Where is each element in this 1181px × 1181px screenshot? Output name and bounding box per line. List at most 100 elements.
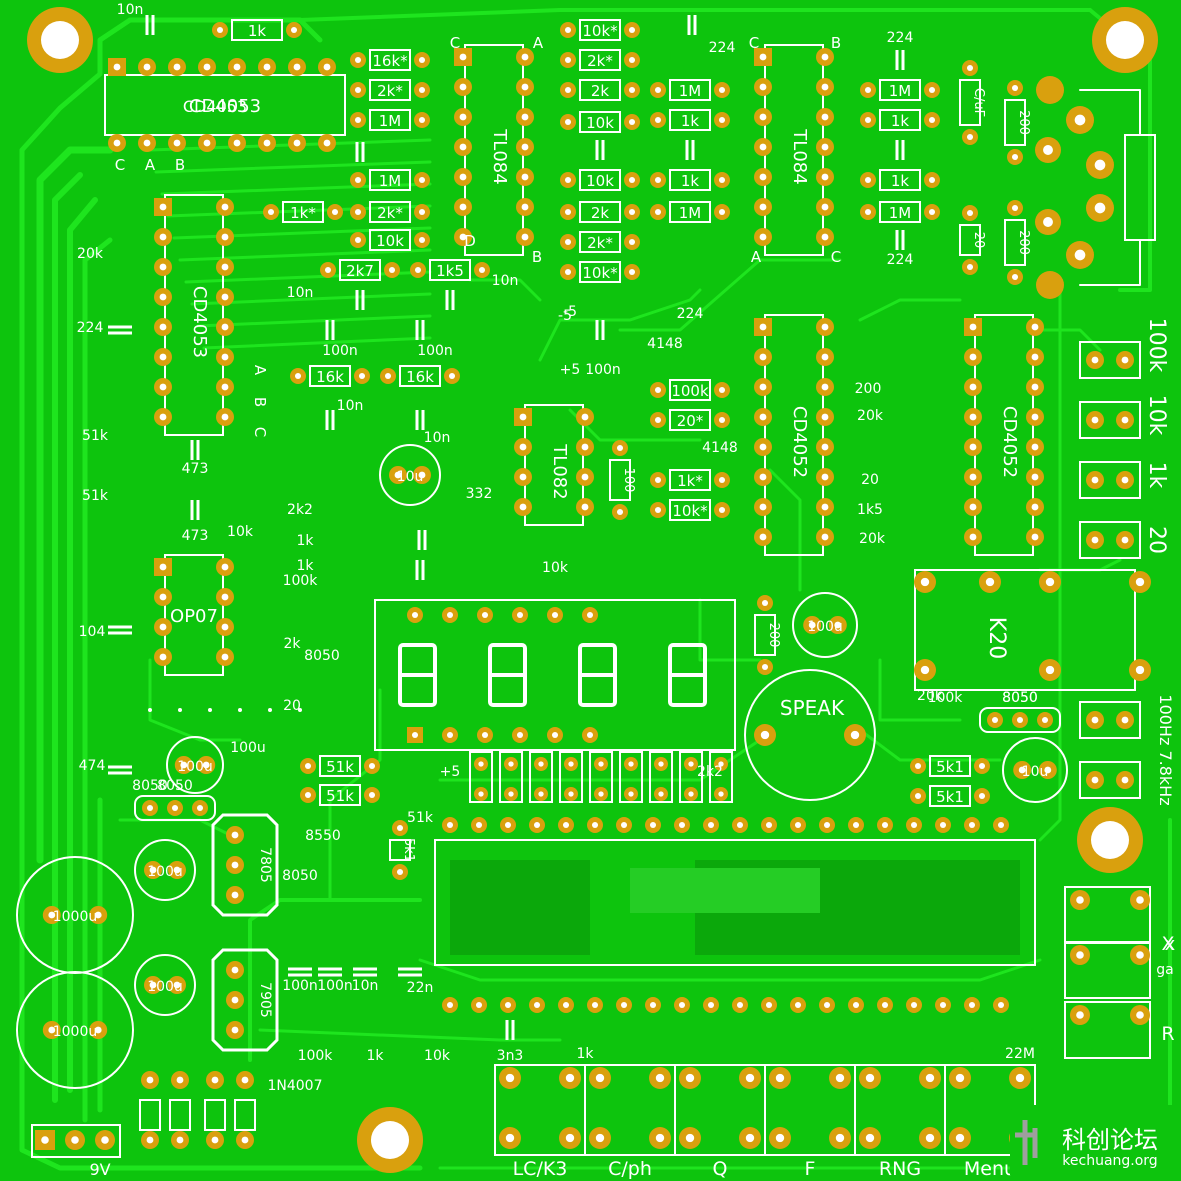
- drill-hole: [521, 113, 529, 121]
- resistor-value: 16k*: [372, 52, 408, 70]
- drill-hole: [925, 1073, 935, 1083]
- drill-hole: [775, 1073, 785, 1083]
- regulator-label: 7905: [257, 982, 273, 1018]
- drill-hole: [658, 761, 664, 767]
- capacitor-value: 1000u: [53, 909, 98, 925]
- drill-hole: [821, 203, 829, 211]
- resistor-value: 200: [1016, 110, 1031, 135]
- drill-hole: [418, 116, 426, 124]
- drill-hole: [620, 1001, 628, 1009]
- silk-label: 51k: [82, 488, 109, 504]
- trace: [1038, 288, 1062, 842]
- drill-hole: [736, 821, 744, 829]
- drill-hole: [759, 53, 767, 61]
- drill-hole: [354, 116, 362, 124]
- resistor-outline: [879, 201, 921, 223]
- silk-label: 224: [887, 30, 914, 46]
- drill-hole: [516, 731, 524, 739]
- ic-outline: [164, 194, 224, 436]
- power-connector-outline: [31, 1124, 121, 1158]
- drill-hole: [101, 1136, 109, 1144]
- silk-label: 8050: [304, 648, 340, 664]
- drill-hole: [821, 83, 829, 91]
- range-label-1: 10k: [1144, 395, 1169, 436]
- resistor-outline: [929, 755, 971, 777]
- lcd-outline: [434, 839, 1036, 966]
- silk-label: 1k: [576, 1046, 594, 1062]
- drill-hole: [966, 209, 974, 217]
- resistor-outline: [649, 751, 673, 803]
- silk-label: 10n: [492, 273, 519, 289]
- resistor-value: 1M: [679, 82, 702, 100]
- drill-hole: [969, 353, 977, 361]
- drill-hole: [616, 444, 624, 452]
- drill-hole: [238, 708, 242, 712]
- resistor-outline: [399, 365, 441, 387]
- silk-label: 100k: [298, 1048, 334, 1064]
- ic-label: CD4053: [189, 96, 261, 117]
- silk-label: 100n: [282, 978, 318, 994]
- drill-hole: [146, 1136, 154, 1144]
- drill-hole: [978, 762, 986, 770]
- watermark-text: 科创论坛: [1062, 1126, 1158, 1154]
- drill-hole: [538, 791, 544, 797]
- resistor-outline: [339, 259, 381, 281]
- drill-hole: [759, 143, 767, 151]
- resistor-outline: [879, 109, 921, 131]
- drill-hole: [216, 26, 224, 34]
- drill-hole: [881, 821, 889, 829]
- signal-trace: [178, 248, 432, 262]
- drill-hole: [628, 791, 634, 797]
- drill-hole: [94, 911, 102, 919]
- drill-hole: [1121, 356, 1129, 364]
- drill-hole: [481, 611, 489, 619]
- resistor-value: 2k*: [377, 204, 403, 222]
- drill-hole: [173, 139, 181, 147]
- drill-hole: [765, 1001, 773, 1009]
- drill-hole: [196, 804, 204, 812]
- drill-hole: [821, 473, 829, 481]
- diode-outline: [204, 1099, 226, 1131]
- drill-hole: [298, 708, 302, 712]
- drill-hole: [1091, 716, 1099, 724]
- drill-hole: [586, 731, 594, 739]
- drill-hole: [231, 966, 239, 974]
- electrolytic-capacitor: [792, 592, 858, 658]
- drill-hole: [1121, 716, 1129, 724]
- drill-hole: [628, 86, 636, 94]
- drill-hole: [203, 63, 211, 71]
- drill-hole: [1031, 503, 1039, 511]
- drill-hole: [658, 791, 664, 797]
- drill-hole: [354, 86, 362, 94]
- drill-hole: [628, 56, 636, 64]
- drill-hole: [231, 831, 239, 839]
- resistor-outline: [369, 169, 411, 191]
- resistor-value: 10k*: [582, 264, 618, 282]
- drill-hole: [1015, 1073, 1025, 1083]
- trace: [618, 258, 842, 332]
- drill-hole: [834, 621, 842, 629]
- silk-label: 10n: [287, 285, 314, 301]
- silk-label: 10k: [227, 524, 254, 540]
- drill-hole: [241, 1136, 249, 1144]
- header-outline: [1079, 341, 1141, 379]
- drill-hole: [718, 761, 724, 767]
- silk-label: 22M: [1005, 1046, 1035, 1062]
- silk-label: 473: [182, 528, 209, 544]
- silk-label: 2k2: [697, 764, 723, 780]
- drill-hole: [448, 372, 456, 380]
- silk-label: 100n: [317, 978, 353, 994]
- resistor-value: 1k: [891, 112, 910, 130]
- button-label-2: Q: [713, 1158, 728, 1180]
- drill-hole: [394, 471, 402, 479]
- drill-hole: [564, 26, 572, 34]
- silk-label: 51k: [407, 810, 434, 826]
- drill-hole: [562, 1001, 570, 1009]
- resistor-value: 10k: [586, 172, 614, 190]
- drill-hole: [997, 1001, 1005, 1009]
- ground-trace: [36, 146, 114, 864]
- drill-hole: [521, 143, 529, 151]
- drill-hole: [48, 1026, 56, 1034]
- silk-label: 1k: [366, 1048, 384, 1064]
- drill-hole: [969, 413, 977, 421]
